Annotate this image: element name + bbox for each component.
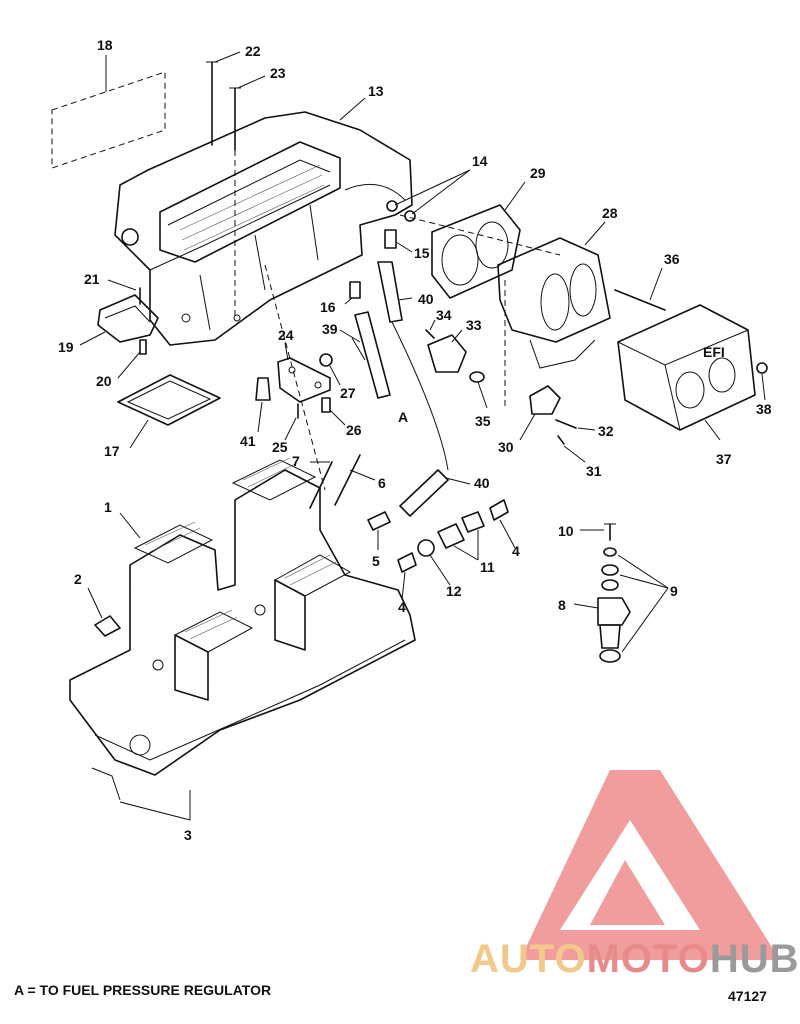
callout-19: 19 xyxy=(58,339,74,355)
callout-1: 1 xyxy=(104,499,112,515)
callout-23: 23 xyxy=(270,65,286,81)
part-12-clamp xyxy=(417,539,451,586)
callout-33: 33 xyxy=(466,317,482,333)
part-30-iac xyxy=(519,385,561,441)
callout-30: 30 xyxy=(498,439,514,455)
callout-8: 8 xyxy=(558,597,566,613)
part-19-sensor xyxy=(79,294,159,346)
callout-21: 21 xyxy=(84,271,100,287)
part-4-fitting-right xyxy=(489,499,516,549)
part-1-intake-manifold xyxy=(69,457,416,776)
part-9-seal-kit xyxy=(599,547,669,663)
part-5-fitting xyxy=(367,511,391,550)
callout-29: 29 xyxy=(530,165,546,181)
watermark-text: AUTOMOTOHUB xyxy=(470,937,800,981)
part-13-plenum xyxy=(114,97,413,346)
watermark-logo-triangle xyxy=(520,770,780,960)
callout-9: 9 xyxy=(670,583,678,599)
part-11-hose xyxy=(437,511,485,561)
marker-a: A xyxy=(398,409,408,425)
legend-note: A = TO FUEL PRESSURE REGULATOR xyxy=(14,982,272,998)
part-4-fitting-left xyxy=(397,552,417,601)
part-31-screw xyxy=(557,435,586,463)
callout-14: 14 xyxy=(472,153,488,169)
part-33-sensor xyxy=(427,329,467,373)
part-10-screw xyxy=(580,523,616,541)
callout-15: 15 xyxy=(414,245,430,261)
watermark-part3: HUB xyxy=(710,937,800,981)
part-20-screw xyxy=(117,339,147,379)
part-39-hose xyxy=(339,311,391,399)
callout-22: 22 xyxy=(245,43,261,59)
callout-2: 2 xyxy=(74,571,82,587)
callout-11-label: 11 xyxy=(480,559,495,575)
figure-number: 47127 xyxy=(728,988,767,1004)
part-40-hose-lower xyxy=(399,469,471,517)
callout-37: 37 xyxy=(716,451,732,467)
part-37-flame-arrestor: EFI xyxy=(617,304,756,441)
cover-label: EFI xyxy=(703,344,725,360)
callout-17: 17 xyxy=(104,443,120,459)
callout-31: 31 xyxy=(586,463,602,479)
callout-5: 5 xyxy=(372,553,380,569)
part-16-fitting xyxy=(344,281,361,305)
callout-4-left: 4 xyxy=(398,599,406,615)
callout-34: 34 xyxy=(436,307,452,323)
callout-40-lower: 40 xyxy=(474,475,490,491)
callout-36: 36 xyxy=(664,251,680,267)
watermark-part1: AUTO xyxy=(470,937,587,981)
callout-12: 12 xyxy=(446,583,462,599)
part-28-throttle-body xyxy=(399,214,611,410)
callout-41: 41 xyxy=(240,433,256,449)
part-38-nut xyxy=(756,362,768,401)
part-25-screw xyxy=(284,403,299,441)
part-23-bolt xyxy=(229,75,266,320)
callout-18: 18 xyxy=(97,37,113,53)
callout-32: 32 xyxy=(598,423,614,439)
part-29-gasket xyxy=(431,181,526,299)
callout-26: 26 xyxy=(346,422,362,438)
part-27-nut xyxy=(319,353,341,386)
part-21-screw xyxy=(107,279,141,305)
part-8-injector xyxy=(573,597,631,649)
callout-10: 10 xyxy=(558,523,574,539)
callout-27: 27 xyxy=(340,385,356,401)
part-24-bracket xyxy=(277,342,331,403)
callout-4-right: 4 xyxy=(512,543,520,559)
part-36-stud xyxy=(614,267,666,311)
part-32-screw xyxy=(555,419,596,431)
callout-20: 20 xyxy=(96,373,112,389)
part-40-hose-upper xyxy=(377,261,449,471)
callout-28: 28 xyxy=(602,205,618,221)
part-15-fitting xyxy=(384,229,413,253)
watermark-part2: MOTO xyxy=(587,937,710,981)
part-3-gasket xyxy=(91,767,191,821)
callout-16: 16 xyxy=(320,299,336,315)
callout-38: 38 xyxy=(756,401,772,417)
callout-3: 3 xyxy=(184,827,192,843)
callout-7: 7 xyxy=(292,453,300,469)
part-7-bolt xyxy=(309,461,333,509)
part-34-screw xyxy=(425,319,436,339)
callout-24: 24 xyxy=(278,327,294,343)
callout-40-upper: 40 xyxy=(418,291,434,307)
part-26-fitting xyxy=(321,397,346,426)
callout-25: 25 xyxy=(272,439,288,455)
part-6-bolt xyxy=(334,454,376,506)
part-17-gasket xyxy=(117,374,221,449)
callout-39: 39 xyxy=(322,321,338,337)
callout-13: 13 xyxy=(368,83,384,99)
part-41-sensor xyxy=(255,377,271,433)
part-35-oring xyxy=(469,371,488,409)
part-22-bolt xyxy=(206,51,241,146)
callout-35: 35 xyxy=(475,413,491,429)
part-2-sensor xyxy=(87,587,121,637)
callout-6: 6 xyxy=(378,475,386,491)
part-18-decal xyxy=(51,55,166,169)
